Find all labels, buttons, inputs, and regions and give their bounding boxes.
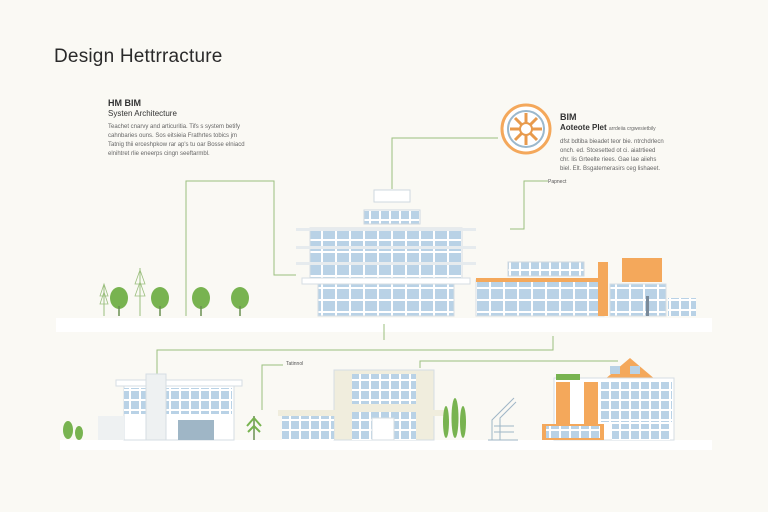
- callout-lower: Tatinnol: [286, 361, 304, 367]
- lower-middle-building: [246, 369, 446, 441]
- right-subheading-tail: arrdeiia crgwesietbily: [608, 126, 656, 132]
- gear-wheel-icon: [500, 103, 552, 155]
- orange-building: [475, 258, 696, 317]
- right-body-line: onch. ed. Stcesetted ot ci. aiatrtieed: [560, 148, 656, 154]
- left-body: Teachet cnarvy and articuritia. Tifs s s…: [108, 123, 278, 159]
- lower-ground: [60, 440, 712, 450]
- left-heading: HM BIM: [108, 98, 141, 108]
- connector-lines: [156, 137, 618, 410]
- trees-upper: [99, 268, 249, 316]
- lower-right-house: [542, 358, 675, 441]
- left-text-block: HM BIM Systen Architecture Teachet cnarv…: [108, 98, 278, 159]
- left-body-line: cahnbaries ouns. Sos eitsieia Frathrtes …: [108, 133, 238, 139]
- central-building: [296, 189, 476, 317]
- left-body-line: elnihtret rlie eneerps cingn seeftarmbl.: [108, 151, 210, 157]
- right-text-block: BIM Aoteote Plet arrdeiia crgwesietbily …: [560, 112, 720, 174]
- left-body-line: Tatnig thii erceshpkow rar ap's tu oar B…: [108, 142, 245, 148]
- right-body-line: biel. Elt. Bsgatemerasirs ceg lishaeet.: [560, 166, 661, 172]
- right-body-line: dfst bdtiba bieadet teor bie. ntrchdrlec…: [560, 139, 664, 145]
- lower-left-building: [63, 373, 243, 441]
- callout-upper: Papnect: [548, 179, 567, 185]
- left-body-line: Teachet cnarvy and articuritia. Tifs s s…: [108, 124, 241, 130]
- page-title: Design Hettrracture: [54, 46, 223, 67]
- left-subheading: Systen Architecture: [108, 109, 177, 118]
- right-body: dfst bdtiba bieadet teor bie. ntrchdrlec…: [560, 138, 720, 174]
- right-subheading-row: Aoteote Plet arrdeiia crgwesietbily: [560, 123, 720, 134]
- right-heading: BIM: [560, 112, 577, 122]
- trees-lower: [443, 397, 518, 441]
- right-subheading: Aoteote Plet: [560, 123, 607, 132]
- right-body-line: chr. lis Grteelte riees. Gae lae aiiehs: [560, 157, 657, 163]
